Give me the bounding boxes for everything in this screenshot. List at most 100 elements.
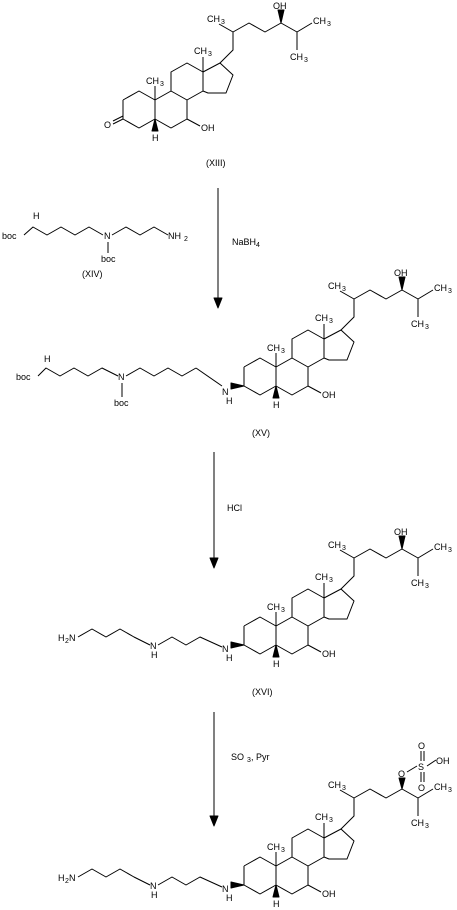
svg-text:2: 2 <box>65 878 69 885</box>
svg-text:N: N <box>118 372 125 382</box>
svg-text:3: 3 <box>329 817 333 824</box>
svg-text:3: 3 <box>425 583 429 590</box>
svg-text:3: 3 <box>208 51 212 58</box>
svg-text:CH: CH <box>267 842 280 852</box>
svg-text:N: N <box>69 633 76 643</box>
svg-text:O: O <box>418 741 425 751</box>
svg-text:OH: OH <box>394 527 408 537</box>
svg-text:boc: boc <box>114 398 129 408</box>
svg-text:OH: OH <box>322 889 336 899</box>
svg-text:CH: CH <box>434 782 447 792</box>
svg-text:CH: CH <box>267 602 280 612</box>
svg-text:H: H <box>44 354 51 364</box>
svg-text:2: 2 <box>65 638 69 645</box>
svg-text:H: H <box>151 650 158 660</box>
svg-text:OH: OH <box>436 756 450 766</box>
svg-text:3: 3 <box>342 785 346 792</box>
svg-text:N: N <box>104 231 111 241</box>
svg-text:4: 4 <box>256 242 260 249</box>
svg-text:CH: CH <box>411 578 424 588</box>
svg-text:boc: boc <box>16 372 31 382</box>
svg-text:3: 3 <box>342 545 346 552</box>
reagent-step-2: HCl <box>227 503 242 513</box>
svg-text:CH: CH <box>328 281 341 291</box>
ring-c <box>170 62 204 101</box>
ring-d <box>202 62 234 94</box>
svg-text:3: 3 <box>329 577 333 584</box>
hydroxyl-7: OH <box>201 123 215 133</box>
svg-text:CH: CH <box>313 16 326 26</box>
reaction-arrow-2: HCl <box>209 452 242 569</box>
svg-text:H: H <box>58 633 65 643</box>
svg-text:H: H <box>58 873 65 883</box>
svg-text:CH: CH <box>328 540 341 550</box>
svg-text:3: 3 <box>448 547 452 554</box>
svg-text:H: H <box>33 211 40 221</box>
svg-text:3: 3 <box>448 288 452 295</box>
svg-text:boc: boc <box>2 231 17 241</box>
svg-text:H: H <box>226 396 233 406</box>
compound-label-xvi: (XVI) <box>252 687 273 697</box>
svg-text:CH: CH <box>267 343 280 353</box>
svg-text:3: 3 <box>329 318 333 325</box>
svg-text:CH: CH <box>146 76 159 86</box>
svg-text:S: S <box>418 762 424 772</box>
compound-xiv: boc H N NH 2 boc (XIV) <box>2 211 188 279</box>
svg-text:H: H <box>152 133 159 143</box>
svg-text:3: 3 <box>281 607 285 614</box>
svg-text:3: 3 <box>160 81 164 88</box>
svg-text:O: O <box>418 783 425 793</box>
compound-label-xiii: (XIII) <box>206 158 226 168</box>
svg-text:N: N <box>69 873 76 883</box>
svg-text:N: N <box>222 644 229 654</box>
svg-text:3: 3 <box>448 787 452 794</box>
compound-xvii: H 2 N N H N H CH 3 CH 3 H OH CH 3 <box>58 741 452 909</box>
reaction-arrow-1: NaBH 4 <box>213 188 260 309</box>
ketone-bond <box>112 118 124 125</box>
svg-text:CH: CH <box>434 283 447 293</box>
svg-text:3: 3 <box>342 286 346 293</box>
svg-text:H: H <box>273 899 280 909</box>
svg-text:H: H <box>226 653 233 663</box>
svg-text:N: N <box>150 641 157 651</box>
svg-text:CH: CH <box>194 46 207 56</box>
svg-text:CH: CH <box>411 818 424 828</box>
compound-label-xv: (XV) <box>252 428 270 438</box>
svg-text:OH: OH <box>322 390 336 400</box>
svg-text:3: 3 <box>304 57 308 64</box>
compound-xvi: H 2 N N H N H CH 3 CH 3 H OH CH 3 <box>58 527 452 697</box>
compound-label-xiv: (XIV) <box>82 269 103 279</box>
svg-text:CH: CH <box>328 780 341 790</box>
compound-xv: boc H N boc N H CH 3 CH 3 H OH <box>16 268 452 438</box>
svg-text:H: H <box>273 659 280 669</box>
svg-text:2: 2 <box>184 236 188 243</box>
svg-text:CH: CH <box>434 542 447 552</box>
svg-text:CH: CH <box>315 313 328 323</box>
svg-text:OH: OH <box>394 268 408 278</box>
svg-text:CH: CH <box>290 52 303 62</box>
svg-text:3: 3 <box>281 847 285 854</box>
ketone-o: O <box>104 120 111 130</box>
svg-text:N: N <box>222 387 229 397</box>
svg-text:3: 3 <box>281 348 285 355</box>
svg-text:3: 3 <box>247 757 251 764</box>
svg-text:3: 3 <box>425 823 429 830</box>
svg-text:boc: boc <box>101 254 116 264</box>
svg-text:H: H <box>151 890 158 900</box>
svg-text:3: 3 <box>327 21 331 28</box>
svg-text:H: H <box>273 400 280 410</box>
svg-text:N: N <box>150 881 157 891</box>
svg-text:OH: OH <box>273 1 287 11</box>
compound-xiii: O CH 3 CH 3 H OH CH 3 OH CH 3 CH 3 (XIII… <box>104 1 331 168</box>
svg-text:CH: CH <box>315 572 328 582</box>
svg-text:, Pyr: , Pyr <box>251 752 270 762</box>
svg-text:OH: OH <box>322 649 336 659</box>
svg-text:3: 3 <box>221 19 225 26</box>
svg-text:O: O <box>398 769 405 779</box>
reagent-step-1: NaBH <box>232 237 256 247</box>
svg-text:NH: NH <box>168 231 181 241</box>
reagent-step-3: SO <box>231 752 244 762</box>
reaction-arrow-3: SO 3 , Pyr <box>209 712 270 827</box>
ring-a <box>122 90 156 129</box>
